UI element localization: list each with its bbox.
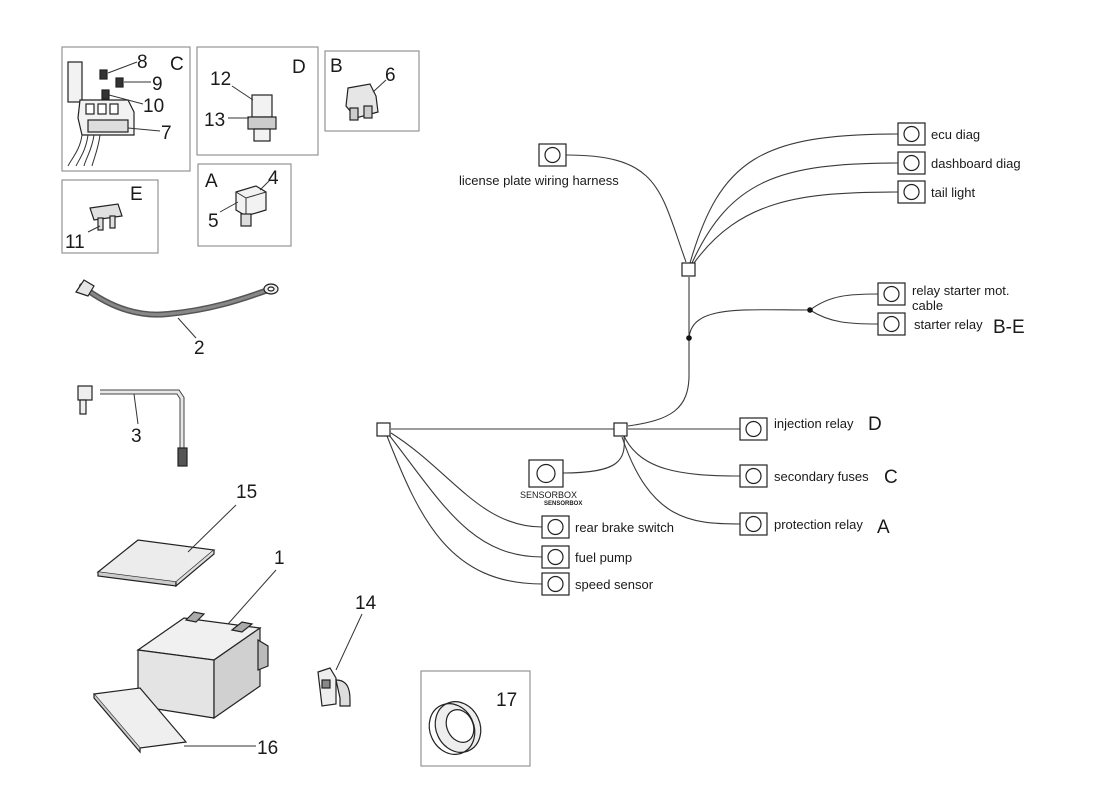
relay-starter-cable-wire (809, 293, 879, 311)
ecu-diag-connector: ecu diag (897, 122, 980, 146)
frame-b-starter-relay: B 6 (324, 50, 420, 132)
frame-e-letter: E (130, 184, 143, 205)
trunk-split-dot (686, 335, 692, 341)
frame-d-letter: D (292, 57, 306, 78)
tail-light-connector: tail light (897, 180, 975, 204)
secondary-fuses-connector: secondary fuses C (739, 464, 898, 488)
battery-pad-part: 15 (96, 482, 257, 588)
left-junction-node (376, 422, 391, 437)
frame-17-grommet: 17 (420, 670, 531, 767)
injection-relay-ref: D (868, 414, 882, 435)
frame-d-injection-relay: D 12 13 (196, 46, 319, 156)
part-7-label: 7 (161, 123, 172, 144)
part-17-label: 17 (496, 690, 517, 711)
part-13-label: 13 (204, 110, 225, 131)
injection-relay-label: injection relay (774, 416, 854, 431)
part-4-label: 4 (268, 168, 279, 189)
grommet-part (428, 701, 482, 755)
wires (386, 133, 899, 585)
dashboard-diag-connector: dashboard diag (897, 151, 1021, 175)
speed-sensor-wire (386, 435, 543, 585)
ecu-diag-wire (689, 133, 899, 264)
license-plate-label: license plate wiring harness (459, 173, 619, 188)
tail-light-label: tail light (931, 185, 975, 200)
part-16-label: 16 (257, 738, 278, 759)
rear-brake-switch-connector: rear brake switch (541, 515, 674, 539)
speed-sensor-label: speed sensor (575, 577, 654, 592)
starter-relay-wire (809, 309, 879, 325)
secondary-fuses-label: secondary fuses (774, 469, 869, 484)
frame-a-letter: A (205, 171, 218, 192)
license-plate-wire (565, 154, 687, 263)
frame-c-letter: C (170, 54, 184, 75)
fuse-part (89, 203, 123, 231)
fuel-pump-wire (388, 434, 543, 558)
starter-relay-part (345, 83, 379, 121)
battery-cable-part: 2 (75, 279, 279, 359)
fuel-pump-label: fuel pump (575, 550, 632, 565)
fuel-pump-connector: fuel pump (541, 545, 632, 569)
dashboard-diag-label: dashboard diag (931, 156, 1021, 171)
relay-starter-cable-connector: relay starter mot. cable (877, 282, 1010, 313)
right-junction-node (613, 422, 628, 437)
protection-relay-connector: protection relay A (739, 512, 890, 538)
part-3-label: 3 (131, 426, 142, 447)
fuse-box-part (67, 61, 135, 167)
starter-relay-ref: B-E (993, 317, 1025, 338)
elbow-fitting-part: 14 (317, 593, 377, 707)
protection-relay-label: protection relay (774, 517, 863, 532)
trunk-up-wire (627, 277, 690, 427)
tail-light-wire (693, 191, 899, 264)
frame-c-secondary-fuse-box: C 8 9 10 7 (61, 46, 191, 172)
protection-relay-part (235, 185, 267, 227)
sensorbox-sub-label: SENSORBOX (544, 501, 582, 507)
speed-sensor-connector: speed sensor (541, 572, 654, 596)
part-6-label: 6 (385, 65, 396, 86)
part-8-label: 8 (137, 52, 148, 73)
part-1-label: 1 (274, 548, 285, 569)
part-9-label: 9 (152, 74, 163, 95)
part-10-label: 10 (143, 96, 164, 117)
part-11-label: 11 (65, 232, 85, 253)
upper-junction-node (681, 262, 696, 277)
part-15-label: 15 (236, 482, 257, 503)
ecu-diag-label: ecu diag (931, 127, 980, 142)
battery-bottom-pad-part: 16 (92, 687, 278, 759)
rear-brake-switch-wire (390, 432, 543, 528)
rear-brake-switch-label: rear brake switch (575, 520, 674, 535)
part-14-label: 14 (355, 593, 377, 614)
frame-e-fuse: E 11 (61, 179, 159, 254)
starter-branch-wire (688, 309, 811, 339)
starter-relay-label: starter relay (914, 317, 983, 332)
ground-cable-part: 3 (77, 385, 188, 467)
relay-starter-line2-label: cable (912, 298, 943, 313)
relay-starter-line1-label: relay starter mot. (912, 283, 1010, 298)
starter-split-dot (807, 307, 813, 313)
dashboard-diag-wire (691, 162, 899, 264)
battery-part: 1 (136, 548, 285, 720)
frame-b-letter: B (330, 56, 343, 77)
secondary-fuses-wire (623, 435, 741, 477)
license-plate-connector: license plate wiring harness (459, 143, 619, 188)
protection-relay-wire (621, 436, 741, 525)
frame-a-protection-relay: A 4 5 (197, 163, 292, 247)
part-2-label: 2 (194, 338, 205, 359)
protection-relay-ref: A (877, 517, 890, 538)
sensorbox-connector: SENSORBOX SENSORBOX (520, 459, 582, 507)
injection-relay-part (247, 94, 277, 142)
starter-relay-connector: starter relay B-E (877, 312, 1025, 338)
sensorbox-label: SENSORBOX (520, 490, 577, 500)
sensorbox-wire (562, 435, 625, 474)
secondary-fuses-ref: C (884, 467, 898, 488)
part-5-label: 5 (208, 211, 219, 232)
injection-relay-connector: injection relay D (739, 414, 882, 441)
part-12-label: 12 (210, 69, 231, 90)
